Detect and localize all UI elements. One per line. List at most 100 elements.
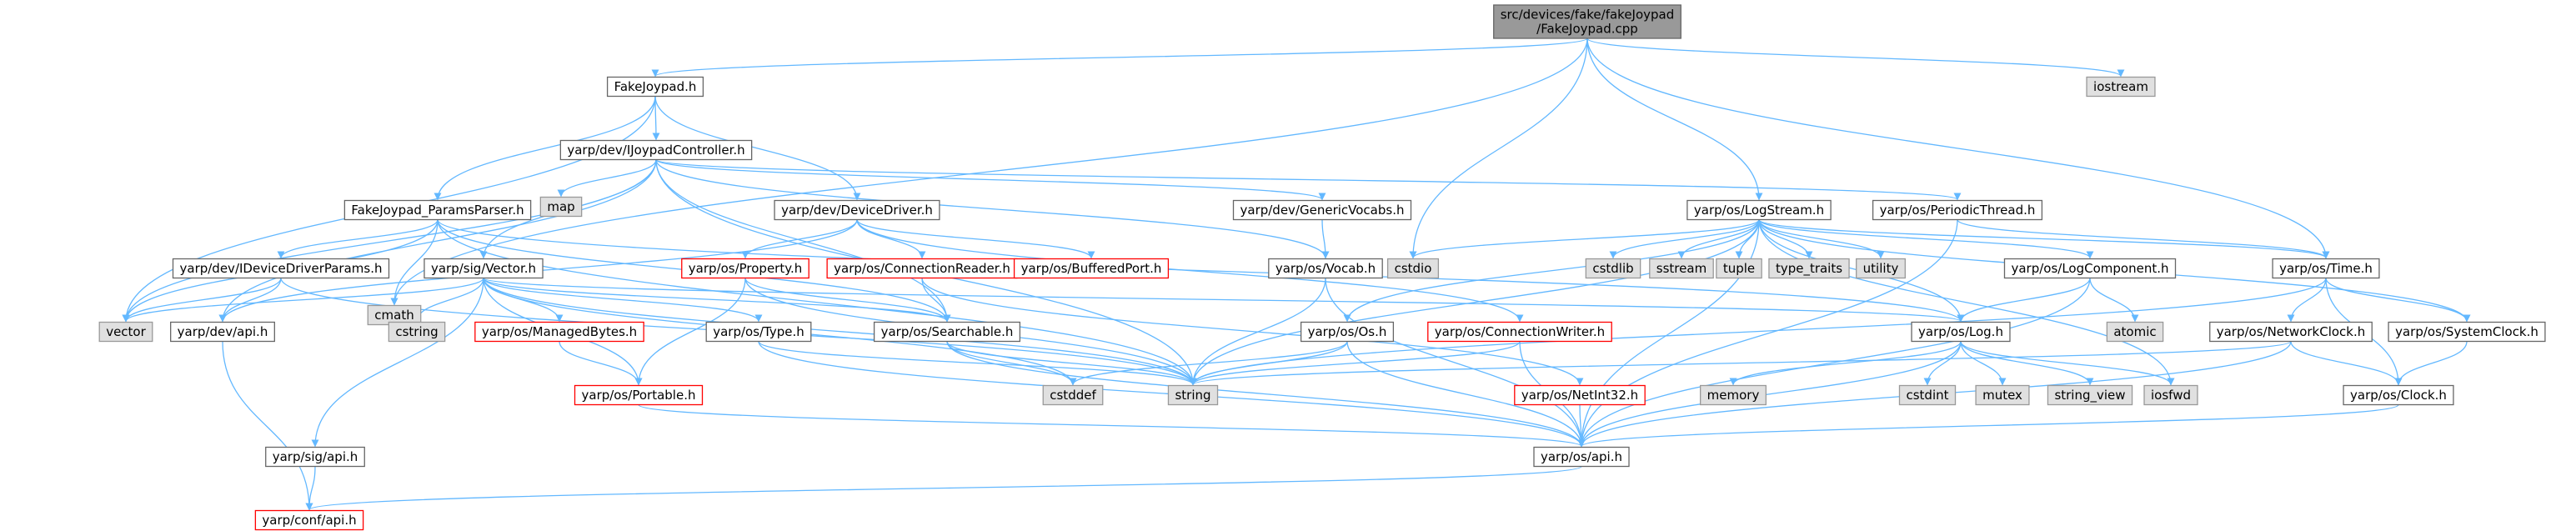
node-vocab[interactable]: yarp/os/Vocab.h (1268, 258, 1383, 279)
edge-ijoypad-to-vector (122, 159, 657, 323)
node-systemclock[interactable]: yarp/os/SystemClock.h (2388, 321, 2546, 343)
node-osapi[interactable]: yarp/os/api.h (1533, 446, 1630, 468)
edge-property-to-searchable (744, 278, 951, 323)
edge-os-h-to-cstddef (1069, 341, 1348, 386)
node-label: utility (1863, 261, 1899, 276)
edge-line (2287, 278, 2327, 323)
node-label: yarp/dev/DeviceDriver.h (781, 203, 933, 218)
node-label: yarp/os/ConnectionWriter.h (1435, 324, 1605, 339)
edge-genericvocabs-to-vocab (1321, 219, 1330, 259)
edge-logstream-to-utility (1758, 219, 1885, 259)
edge-line (2325, 278, 2471, 323)
edge-params-parser-to-string (437, 219, 1197, 386)
node-sigvector[interactable]: yarp/sig/Vector.h (423, 258, 544, 279)
node-connreader[interactable]: yarp/os/ConnectionReader.h (826, 258, 1018, 279)
node-box (1716, 258, 1762, 279)
edge-logstream-to-logcomponent (1758, 218, 2094, 259)
node-connwriter[interactable]: yarp/os/ConnectionWriter.h (1427, 321, 1612, 343)
edge-logstream-to-string (1189, 219, 1760, 386)
edge-time-h-to-networkclock (2287, 278, 2327, 323)
edge-line (655, 158, 1962, 201)
node-box (1167, 384, 1219, 406)
edge-logstream-to-time-h (1758, 218, 2330, 259)
edge-connreader-to-searchable (921, 278, 951, 323)
edge-vocab-to-string (1189, 278, 1326, 386)
edge-sigvector-to-sigapi (311, 278, 484, 448)
node-label: FakeJoypad.h (614, 79, 697, 94)
node-label: yarp/os/NetworkClock.h (2217, 324, 2366, 339)
node-label: yarp/os/PeriodicThread.h (1880, 203, 2036, 218)
edge-line (1189, 341, 1348, 386)
node-bufferedport[interactable]: yarp/os/BufferedPort.h (1013, 258, 1170, 279)
node-networkclock[interactable]: yarp/os/NetworkClock.h (2209, 321, 2373, 343)
node-clock-h[interactable]: yarp/os/Clock.h (2343, 384, 2454, 406)
edge-line (277, 219, 439, 259)
node-type-h[interactable]: yarp/os/Type.h (705, 321, 812, 343)
node-params-parser[interactable]: FakeJoypad_ParamsParser.h (343, 199, 532, 221)
node-box (170, 321, 275, 343)
edge-log-h-to-cstdint (1923, 341, 1962, 386)
node-label: type_traits (1776, 261, 1842, 277)
edge-line (305, 465, 1582, 511)
edge-os-h-to-osapi (1346, 341, 1586, 448)
node-box (1898, 384, 1957, 406)
node-confapi[interactable]: yarp/conf/api.h (254, 509, 364, 531)
node-label: cstddef (1050, 388, 1096, 403)
edge-line (1586, 38, 2125, 78)
edge-line (222, 341, 313, 511)
node-label: yarp/os/BufferedPort.h (1021, 261, 1162, 276)
node-box (1975, 384, 2030, 406)
node-devicedriver[interactable]: yarp/dev/DeviceDriver.h (774, 199, 940, 221)
node-box (705, 321, 812, 343)
edge-root-to-cmath (390, 38, 1588, 306)
node-time-h[interactable]: yarp/os/Time.h (2272, 258, 2380, 279)
node-box (1768, 258, 1850, 279)
edge-portable-to-osapi (638, 403, 1586, 448)
node-logcomponent[interactable]: yarp/os/LogComponent.h (2003, 258, 2177, 279)
edge-clock-h-to-osapi (1577, 403, 2399, 448)
edge-logstream-to-cstdlib (1609, 219, 1760, 259)
node-genericvocabs[interactable]: yarp/dev/GenericVocabs.h (1232, 199, 1412, 221)
node-fakejoypad-h[interactable]: FakeJoypad.h (606, 76, 704, 98)
edge-line (2089, 278, 2139, 323)
edge-logstream-to-type-traits (1758, 219, 1813, 259)
edge-ijoypad-to-map (557, 159, 657, 198)
node-box (1300, 321, 1395, 343)
node-box (1514, 384, 1646, 406)
node-label: tuple (1723, 261, 1755, 276)
node-ideviceparams[interactable]: yarp/dev/IDeviceDriverParams.h (172, 258, 390, 279)
node-logstream[interactable]: yarp/os/LogStream.h (1686, 199, 1832, 221)
node-cstring: cstring (388, 321, 446, 343)
node-box (1585, 258, 1641, 279)
node-property[interactable]: yarp/os/Property.h (681, 258, 809, 279)
node-portable[interactable]: yarp/os/Portable.h (574, 384, 704, 406)
node-box (1533, 446, 1630, 468)
node-box (574, 384, 704, 406)
node-ijoypad[interactable]: yarp/dev/IJoypadController.h (559, 139, 753, 161)
node-os-h[interactable]: yarp/os/Os.h (1300, 321, 1395, 343)
node-box (1872, 199, 2043, 221)
edge-line (758, 340, 1197, 386)
edge-line (1758, 219, 1813, 259)
edge-line (434, 96, 656, 201)
node-log-h[interactable]: yarp/os/Log.h (1911, 321, 2011, 343)
edge-params-parser-to-ideviceparams (277, 219, 439, 259)
edge-line (1409, 38, 1588, 259)
node-devapi[interactable]: yarp/dev/api.h (170, 321, 275, 343)
edge-root-to-cstdio (1409, 38, 1588, 259)
edge-line (1609, 219, 1760, 259)
node-netint32[interactable]: yarp/os/NetInt32.h (1514, 384, 1646, 406)
edge-ijoypad-to-devapi (218, 159, 657, 323)
edge-searchable-to-string (946, 341, 1197, 386)
edge-line (2290, 341, 2403, 386)
node-searchable[interactable]: yarp/os/Searchable.h (873, 321, 1021, 343)
node-label: iosfwd (2151, 388, 2191, 403)
edge-line (483, 277, 1964, 323)
edge-line (921, 278, 1584, 386)
node-periodicthread[interactable]: yarp/os/PeriodicThread.h (1872, 199, 2043, 221)
edge-log-h-to-osapi (1577, 341, 1962, 448)
node-managedbytes[interactable]: yarp/os/ManagedBytes.h (474, 321, 644, 343)
node-box (606, 76, 704, 98)
node-sigapi[interactable]: yarp/sig/api.h (265, 446, 365, 468)
node-box (2143, 384, 2198, 406)
